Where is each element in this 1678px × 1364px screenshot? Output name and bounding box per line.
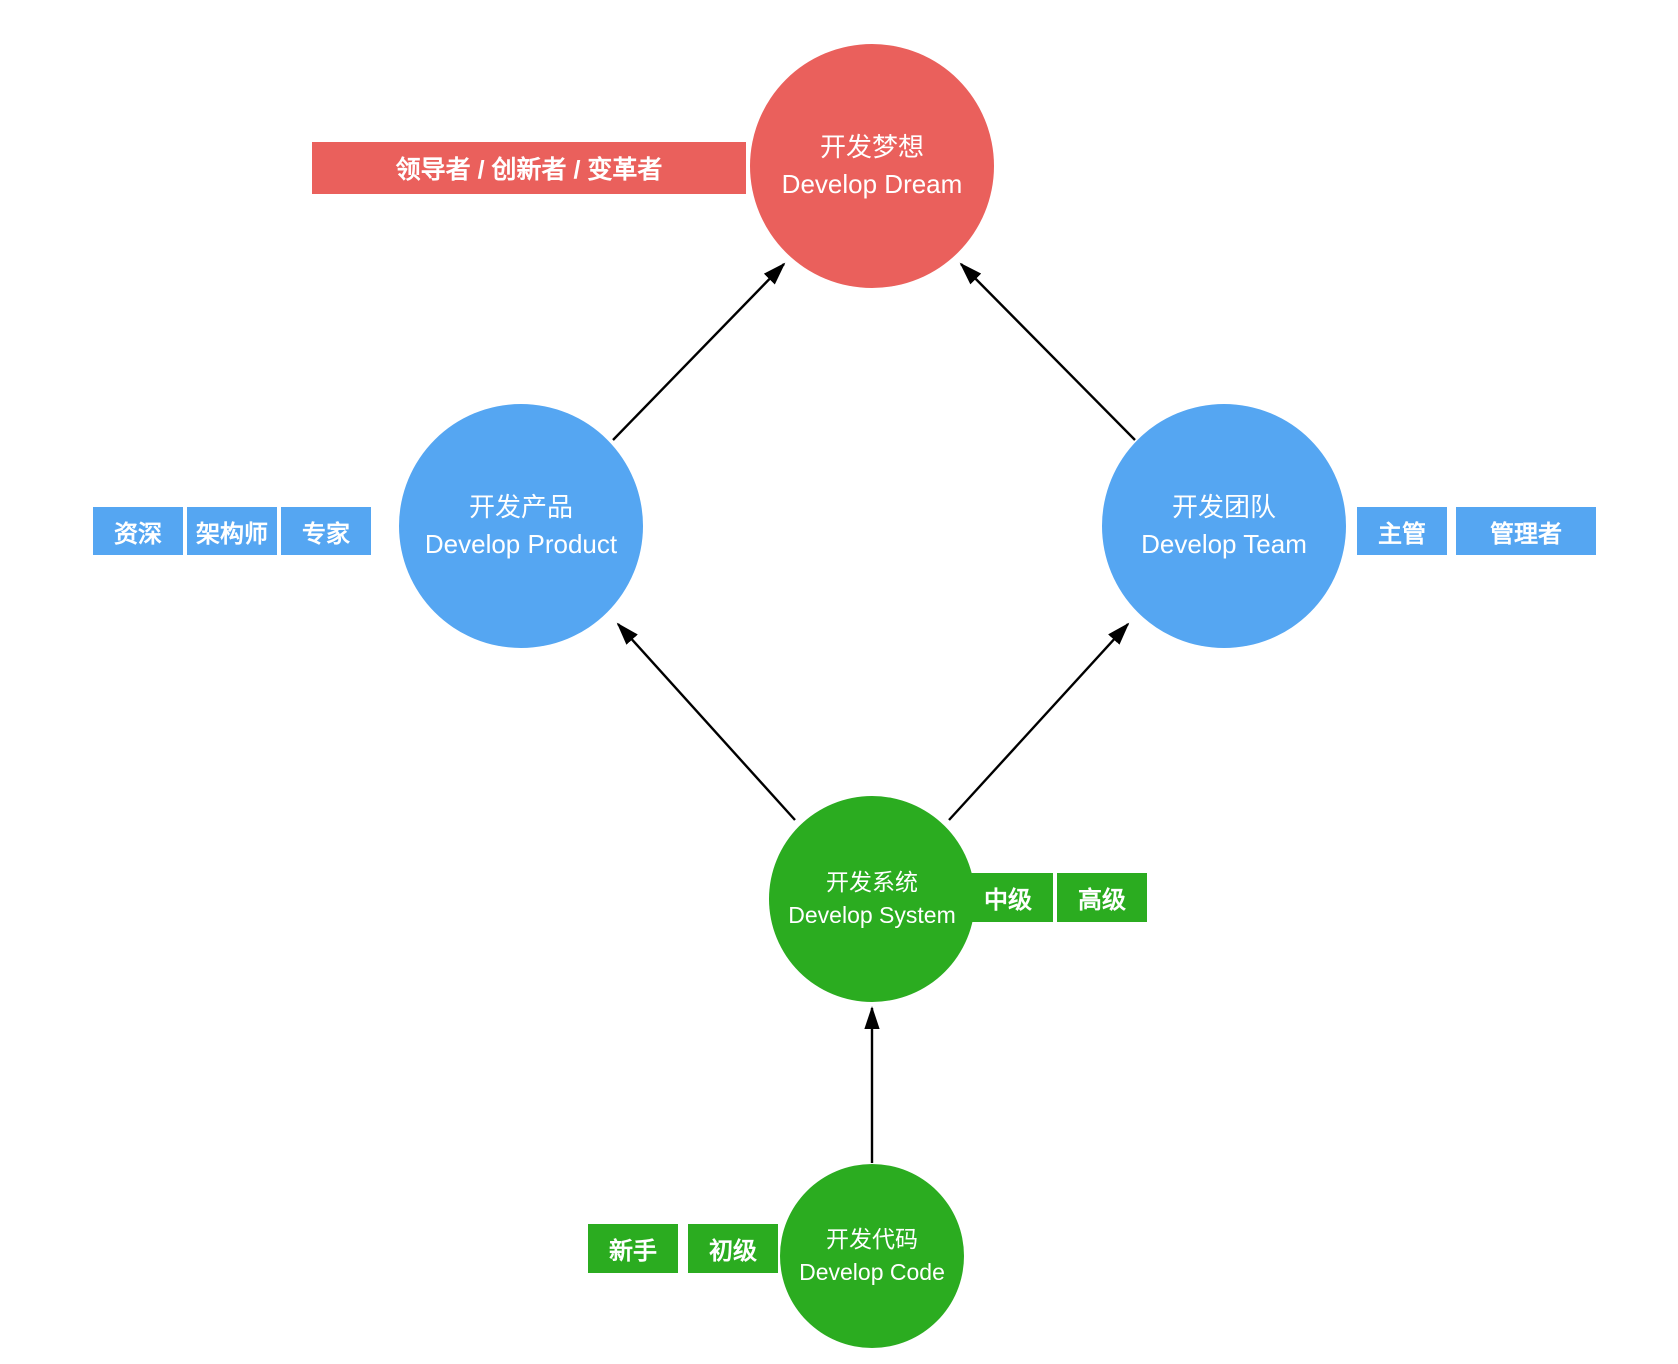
badge-expert: 专家 bbox=[281, 507, 371, 555]
badge-intermediate: 中级 bbox=[963, 873, 1053, 922]
arrow-product-to-dream bbox=[612, 262, 786, 441]
node-develop-team-label-zh: 开发团队 bbox=[1171, 492, 1276, 522]
badge-leader-innovator-transformer: 领导者 / 创新者 / 变革者 bbox=[312, 142, 746, 194]
arrow-team-to-dream bbox=[959, 262, 1136, 441]
node-develop-code-label-en: Develop Code bbox=[799, 1259, 945, 1285]
badge-newbie: 新手 bbox=[588, 1224, 678, 1273]
badge-beginner: 初级 bbox=[688, 1224, 778, 1273]
node-develop-system: 开发系统 Develop System bbox=[769, 796, 975, 1002]
node-develop-product-label-en: Develop Product bbox=[424, 529, 618, 559]
arrow-system-to-product bbox=[616, 622, 796, 821]
badge-senior: 资深 bbox=[93, 507, 183, 555]
badge-architect: 架构师 bbox=[187, 507, 277, 555]
node-develop-dream: 开发梦想 Develop Dream bbox=[750, 44, 994, 288]
node-develop-system-label-en: Develop System bbox=[788, 902, 956, 928]
node-develop-system-label-zh: 开发系统 bbox=[826, 869, 918, 895]
node-develop-dream-label-zh: 开发梦想 bbox=[819, 132, 924, 162]
badge-manager: 管理者 bbox=[1456, 507, 1596, 555]
node-develop-dream-label-en: Develop Dream bbox=[781, 169, 963, 199]
node-develop-code-label-zh: 开发代码 bbox=[826, 1226, 918, 1252]
node-develop-product-label-zh: 开发产品 bbox=[468, 492, 573, 522]
badge-advanced: 高级 bbox=[1057, 873, 1147, 922]
node-develop-team: 开发团队 Develop Team bbox=[1102, 404, 1346, 648]
arrow-system-to-team bbox=[948, 622, 1130, 821]
node-develop-product: 开发产品 Develop Product bbox=[399, 404, 643, 648]
node-develop-code: 开发代码 Develop Code bbox=[780, 1164, 964, 1348]
node-develop-team-label-en: Develop Team bbox=[1141, 529, 1307, 559]
badge-supervisor: 主管 bbox=[1357, 507, 1447, 555]
